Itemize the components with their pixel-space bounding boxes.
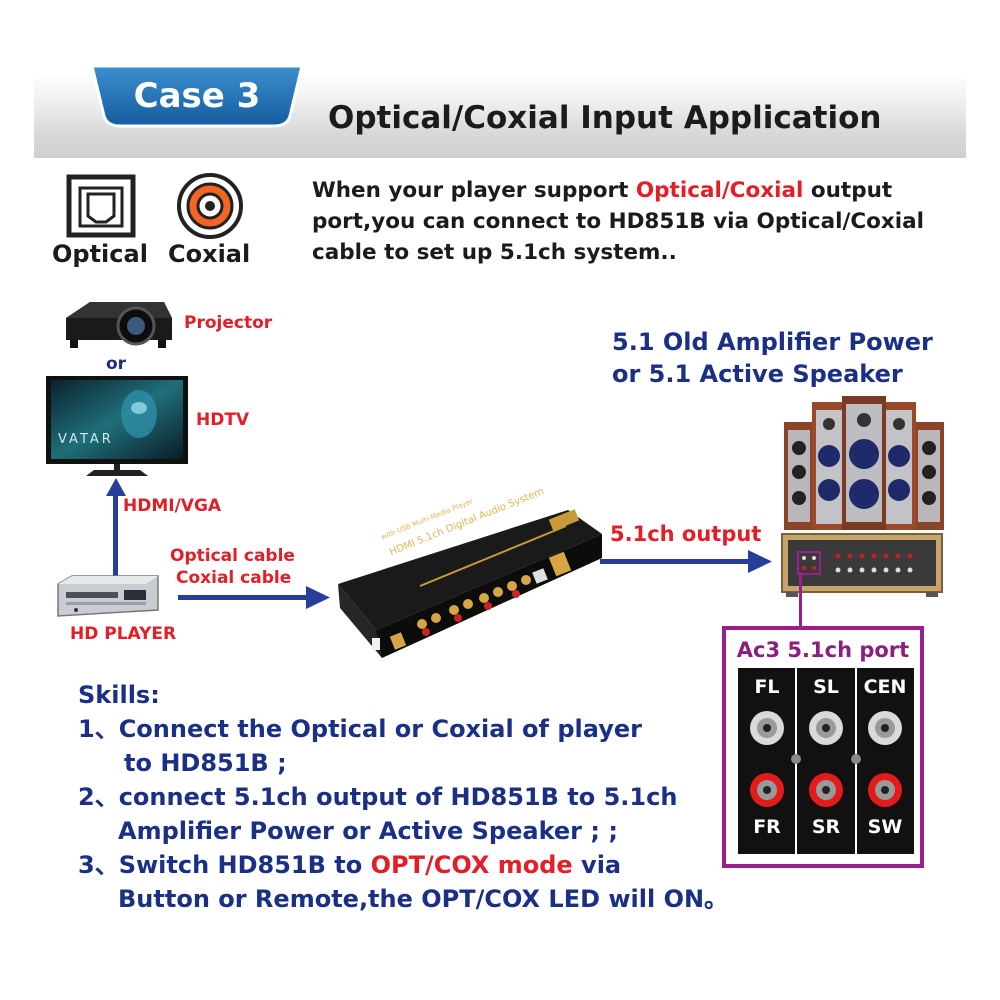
skills-step3-b: via (572, 851, 622, 879)
player-image (57, 575, 159, 617)
decoder-image (338, 509, 602, 658)
port-label-sr: SR (811, 816, 841, 838)
hdtv-image (46, 376, 188, 476)
amp-heading-line1: 5.1 Old Amplifier Power (612, 328, 933, 356)
amplifier-image (781, 533, 943, 597)
hdmi-arrow (106, 478, 126, 582)
intro-part2: output (803, 178, 893, 203)
intro-line3: cable to set up 5.1ch system.. (312, 240, 677, 265)
port-label-sl: SL (813, 676, 839, 698)
hdtv-screen-text: VATAR (58, 432, 114, 447)
output-arrow (600, 550, 772, 573)
port-grid (750, 668, 902, 854)
cable-arrow (178, 586, 330, 609)
port-label-fl: FL (754, 676, 780, 698)
coaxial-port-icon (177, 173, 243, 239)
intro-line2: port,you can connect to HD851B via Optic… (312, 209, 925, 234)
case-label: Case 3 (133, 76, 261, 116)
port-box-title: Ac3 5.1ch port (736, 638, 910, 662)
skills-step3-line1: 3、Switch HD851B to OPT/COX mode via (78, 848, 718, 882)
port-label-cen: CEN (863, 676, 907, 698)
cable-label-1: Optical cable (170, 546, 295, 566)
speakers-image (784, 396, 944, 530)
cable-label-2: Coxial cable (176, 568, 292, 588)
projector-image (66, 302, 172, 348)
skills-step1-line2: to HD851B ; (124, 749, 287, 777)
player-label: HD PLAYER (70, 624, 177, 644)
port-label-sw: SW (867, 816, 903, 838)
intro-highlight: Optical/Coxial (635, 178, 804, 203)
port-connector-line (799, 572, 802, 628)
skills-heading: Skills: (78, 681, 160, 709)
output-label: 5.1ch output (610, 522, 762, 546)
skills-step3-highlight: OPT/COX mode (370, 851, 573, 879)
optical-label: Optical (52, 240, 148, 268)
skills-step2-line1: 2、connect 5.1ch output of HD851B to 5.1c… (78, 783, 678, 811)
page-title: Optical/Coxial Input Application (328, 100, 882, 136)
optical-port-icon (66, 174, 136, 238)
projector-label: Projector (184, 313, 273, 333)
intro-part1: When your player support (312, 178, 636, 203)
intro-text: When your player support Optical/Coxial … (312, 175, 972, 268)
skills-step3-a: 3、Switch HD851B to (78, 851, 371, 879)
hdtv-label: HDTV (196, 410, 250, 430)
amp-heading-line2: or 5.1 Active Speaker (612, 360, 903, 388)
skills-section: Skills: 1、Connect the Optical or Coxial … (78, 678, 729, 916)
coaxial-label: Coxial (168, 240, 251, 268)
or-label: or (106, 354, 127, 374)
skills-step1-line1: 1、Connect the Optical or Coxial of playe… (78, 715, 642, 743)
skills-step3-line2: Button or Remote,the OPT/COX LED will ON… (118, 885, 729, 913)
port-label-fr: FR (753, 816, 781, 838)
hdmi-label: HDMI/VGA (123, 496, 222, 516)
port-panel (738, 668, 914, 854)
amp-heading: 5.1 Old Amplifier Power or 5.1 Active Sp… (612, 326, 933, 390)
case-tab (92, 66, 302, 128)
skills-step2-line2: Amplifier Power or Active Speaker ; ; (118, 817, 618, 845)
